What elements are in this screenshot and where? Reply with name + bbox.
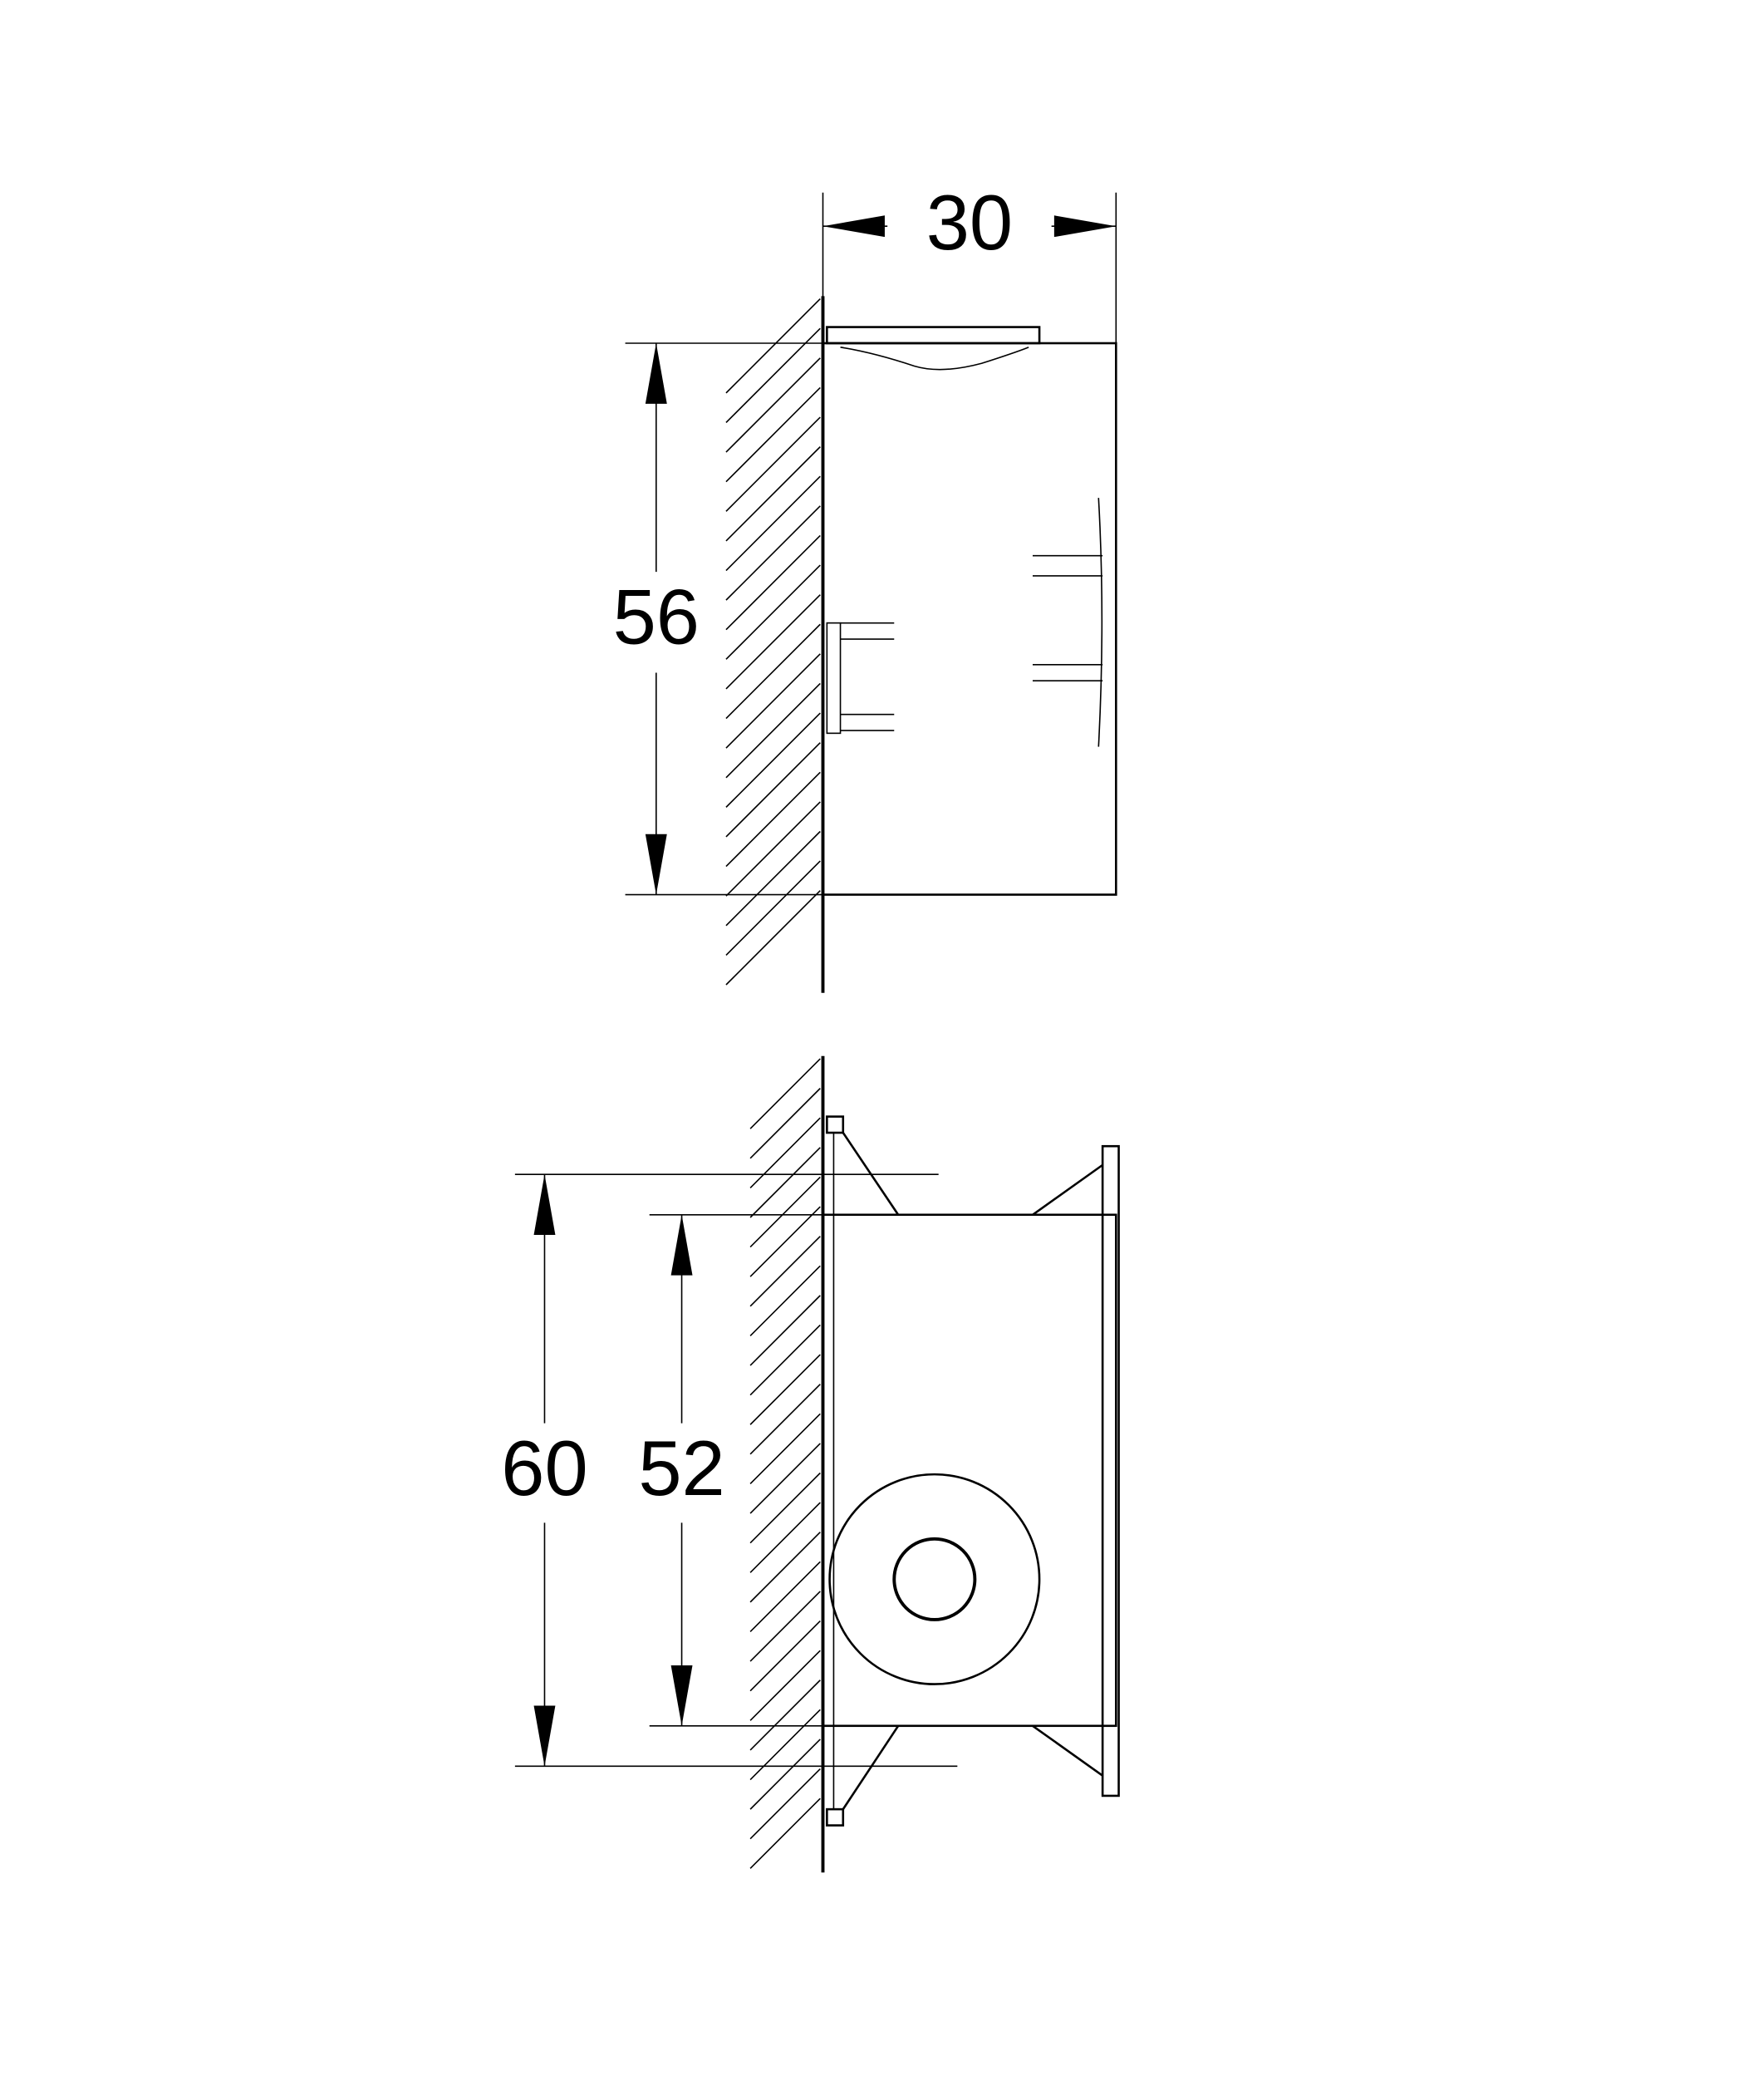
dimension-label: 56	[613, 573, 700, 660]
dimension-label: 30	[926, 179, 1013, 266]
wall-hatch	[749, 1058, 821, 1869]
hatch-line	[749, 1324, 821, 1396]
front-view: 60 52	[501, 1055, 1120, 1873]
hatch-line	[725, 890, 821, 986]
hatch-line	[749, 1620, 821, 1692]
dimension-body-height: 52	[638, 1213, 823, 1727]
hatch-line	[749, 1561, 821, 1633]
arrow-icon	[822, 215, 885, 238]
dimension-label: 52	[638, 1424, 724, 1512]
hatch-line	[749, 1236, 821, 1307]
hatch-line	[749, 1295, 821, 1366]
hatch-line	[725, 830, 821, 927]
arrow-icon	[533, 1705, 556, 1767]
hatch-line	[749, 1117, 821, 1188]
hatch-line	[725, 505, 821, 601]
dimension-label: 60	[501, 1424, 587, 1512]
arrow-icon	[670, 1665, 693, 1726]
hatch-line	[725, 298, 821, 394]
top-plate	[826, 326, 1041, 345]
wall-hatch	[725, 298, 821, 986]
hatch-line	[725, 357, 821, 453]
side-view: 30 56	[613, 179, 1117, 993]
dimension-overall-height: 60	[501, 1173, 958, 1768]
hatch-line	[749, 1265, 821, 1336]
hatch-line	[749, 1709, 821, 1781]
arrow-icon	[645, 834, 667, 895]
hatch-line	[749, 1176, 821, 1248]
hatch-line	[725, 446, 821, 542]
hatch-line	[725, 534, 821, 631]
hatch-line	[749, 1472, 821, 1544]
hatch-line	[725, 623, 821, 720]
hatch-line	[725, 327, 821, 424]
hatch-line	[725, 564, 821, 660]
right-bracket	[1032, 498, 1103, 747]
top-curve	[840, 347, 1029, 371]
hatch-line	[725, 712, 821, 808]
body-outline	[822, 1213, 1117, 1728]
hatch-line	[749, 1591, 821, 1662]
arrow-icon	[670, 1214, 693, 1276]
right-flange	[1101, 1144, 1120, 1798]
hatch-line	[725, 416, 821, 512]
hatch-line	[749, 1650, 821, 1721]
hatch-line	[749, 1768, 821, 1840]
hatch-line	[725, 653, 821, 749]
hatch-line	[749, 1680, 821, 1751]
hatch-line	[749, 1088, 821, 1159]
hatch-line	[749, 1384, 821, 1455]
hatch-line	[725, 801, 821, 897]
arrow-icon	[1053, 215, 1117, 238]
inner-ring	[892, 1537, 977, 1621]
hatch-line	[725, 682, 821, 779]
hatch-line	[749, 1354, 821, 1425]
mounting-brackets	[826, 1115, 1103, 1827]
hatch-line	[749, 1502, 821, 1573]
hatch-line	[725, 860, 821, 956]
hatch-line	[749, 1443, 821, 1514]
hatch-line	[749, 1413, 821, 1485]
hatch-line	[749, 1532, 821, 1603]
hatch-line	[725, 742, 821, 838]
outer-ring	[828, 1473, 1041, 1685]
hatch-line	[749, 1147, 821, 1218]
hatch-line	[725, 771, 821, 868]
hatch-line	[749, 1058, 821, 1129]
hatch-line	[749, 1739, 821, 1810]
arrow-icon	[533, 1174, 556, 1236]
dimension-depth: 30	[822, 179, 1117, 343]
arrow-icon	[645, 342, 667, 404]
left-bracket	[826, 622, 895, 735]
hatch-line	[749, 1798, 821, 1869]
body-outline	[822, 342, 1117, 896]
hatch-line	[725, 386, 821, 483]
hatch-line	[749, 1206, 821, 1277]
hatch-line	[725, 594, 821, 690]
dimension-height: 56	[613, 342, 823, 896]
hatch-line	[725, 475, 821, 572]
